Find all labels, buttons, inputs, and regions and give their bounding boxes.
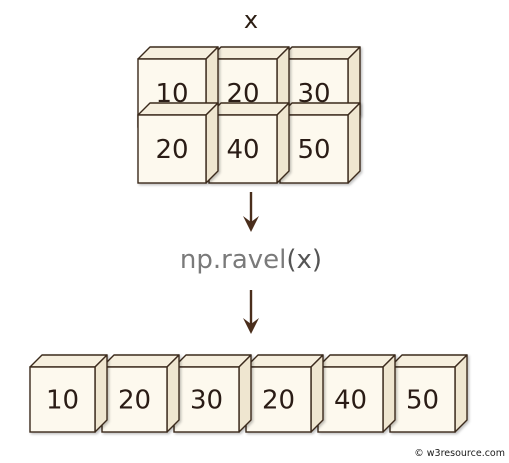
function-args: (x) — [286, 245, 322, 275]
input-cell: 40 — [208, 102, 290, 184]
function-call-label: np.ravel(x) — [180, 245, 322, 275]
cube-top-face — [101, 354, 180, 368]
cube-top-face — [208, 46, 290, 60]
cube-side-face — [454, 354, 468, 433]
output-cell: 40 — [317, 354, 396, 433]
input-cell: 50 — [279, 102, 361, 184]
cube-side-face — [382, 354, 396, 433]
cube-side-face — [347, 102, 361, 184]
output-cell: 20 — [101, 354, 180, 433]
cube-top-face — [317, 354, 396, 368]
cube-side-face — [166, 354, 180, 433]
cube-side-face — [310, 354, 324, 433]
cube-top-face — [279, 46, 361, 60]
output-array-row: 50 40 20 30 20 10 — [29, 354, 468, 433]
cube-value: 20 — [155, 135, 188, 165]
cube-value: 20 — [262, 386, 295, 416]
arrow-down-1 — [243, 192, 259, 232]
input-array-label: x — [244, 6, 258, 34]
input-cell: 20 — [137, 102, 219, 184]
cube-top-face — [279, 102, 361, 116]
output-cell: 50 — [389, 354, 468, 433]
output-cell: 30 — [173, 354, 252, 433]
cube-value: 30 — [190, 386, 223, 416]
cube-value: 40 — [334, 386, 367, 416]
cube-side-face — [238, 354, 252, 433]
cube-top-face — [137, 102, 219, 116]
function-name: np.ravel — [180, 245, 286, 275]
output-cell: 10 — [29, 354, 108, 433]
cube-value: 50 — [406, 386, 439, 416]
cube-value: 20 — [118, 386, 151, 416]
cube-side-face — [276, 102, 290, 184]
cube-front-face — [173, 366, 240, 433]
cube-value: 10 — [46, 386, 79, 416]
cube-top-face — [137, 46, 219, 60]
cube-front-face — [137, 114, 207, 184]
cube-top-face — [173, 354, 252, 368]
cube-front-face — [29, 366, 96, 433]
cube-top-face — [29, 354, 108, 368]
cube-top-face — [389, 354, 468, 368]
watermark-text: © w3resource.com — [414, 448, 505, 459]
cube-top-face — [208, 102, 290, 116]
cube-top-face — [245, 354, 324, 368]
cube-value: 50 — [297, 135, 330, 165]
cube-front-face — [101, 366, 168, 433]
cube-front-face — [317, 366, 384, 433]
cube-side-face — [94, 354, 108, 433]
cube-front-face — [208, 114, 278, 184]
cube-side-face — [205, 102, 219, 184]
arrow-down-2 — [243, 290, 259, 334]
cube-value: 40 — [226, 135, 259, 165]
output-cell: 20 — [245, 354, 324, 433]
